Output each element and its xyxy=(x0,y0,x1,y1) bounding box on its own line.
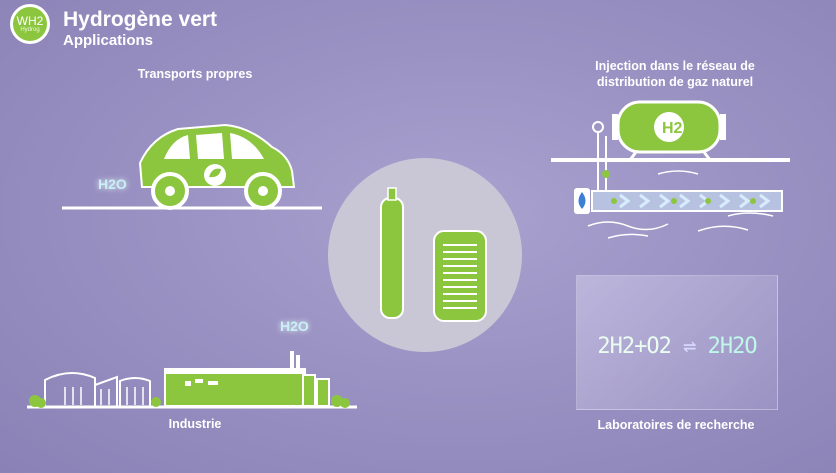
transport-label: Transports propres xyxy=(137,67,253,81)
car-window-rear xyxy=(230,133,264,159)
transport-emission: H2O xyxy=(98,176,127,192)
industry-label: Industrie xyxy=(168,417,222,431)
injection-label: Injection dans le réseau de distribution… xyxy=(555,58,795,90)
silo-2 xyxy=(316,378,330,407)
page-subtitle: Applications xyxy=(63,32,154,49)
research-label: Laboratoires de recherche xyxy=(597,418,755,432)
logo-text: WH2 xyxy=(16,13,44,28)
car-window-front xyxy=(164,135,190,159)
storage-circle xyxy=(328,158,522,352)
warehouse-1 xyxy=(44,372,96,408)
logo-subtext: Hydrog xyxy=(20,26,40,33)
equation-left: 2H2+O2 xyxy=(597,334,671,359)
gas-cylinder-icon xyxy=(380,197,404,319)
chimney-2 xyxy=(296,355,300,371)
valve-icon xyxy=(592,121,604,133)
injection-label-line2: distribution de gaz naturel xyxy=(596,75,754,89)
equation-arrow: ⇌ xyxy=(683,334,696,359)
factory-illustration xyxy=(27,351,357,409)
storage-tank-icon xyxy=(433,230,487,322)
chemical-equation: 2H2+O2 ⇌ 2H2O xyxy=(577,334,777,359)
factory-main-building xyxy=(164,368,306,407)
injection-label-line1: Injection dans le réseau de xyxy=(595,59,755,73)
car-window-middle xyxy=(196,133,224,159)
storage-circle-bg xyxy=(328,158,522,352)
equation-right: 2H2O xyxy=(707,334,758,359)
chimney-1 xyxy=(290,351,294,371)
car-illustration xyxy=(62,123,322,210)
equation-board: 2H2+O2 ⇌ 2H2O xyxy=(576,275,778,410)
logo-badge: WH2 Hydrog xyxy=(10,4,50,44)
tank-label: H2 xyxy=(662,120,683,137)
industry-emission: H2O xyxy=(280,318,309,334)
gas-network-illustration: H2 xyxy=(551,100,790,239)
page-title: Hydrogène vert xyxy=(63,8,218,31)
flame-icon xyxy=(578,192,586,209)
silo-1 xyxy=(302,374,316,407)
